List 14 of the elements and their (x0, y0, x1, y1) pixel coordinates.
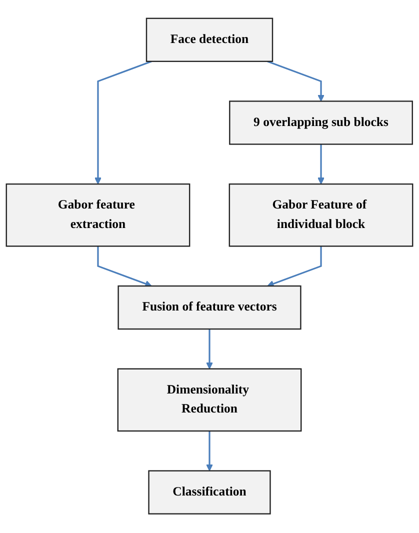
node-box: Gabor feature extraction (6, 184, 190, 248)
node-box: Classification (148, 470, 271, 515)
node-box: Dimensionality Reduction (117, 368, 302, 432)
arrow (206, 431, 213, 472)
arrow (97, 246, 152, 288)
arrow (94, 61, 152, 185)
node-box: Face detection (146, 18, 274, 62)
node-box: Fusion of feature vectors (118, 286, 302, 330)
node-box: 9 overlapping sub blocks (229, 101, 413, 146)
arrow (318, 144, 325, 185)
arrow (206, 329, 213, 370)
arrow (267, 61, 325, 102)
node-box: Gabor Feature of individual block (228, 184, 414, 248)
arrow (267, 246, 322, 288)
